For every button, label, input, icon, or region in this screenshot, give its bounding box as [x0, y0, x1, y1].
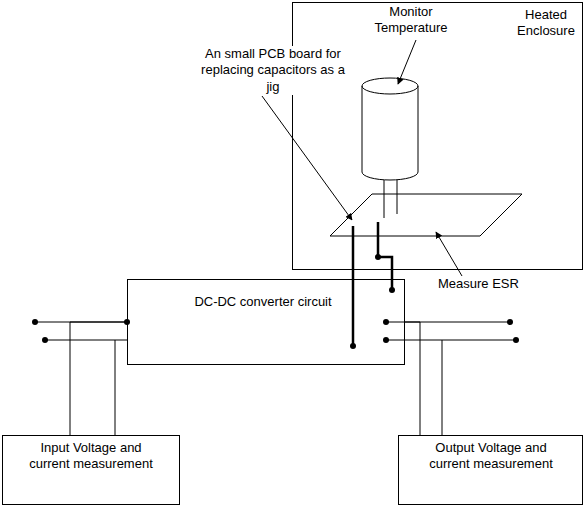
wire-connector	[70, 322, 127, 435]
callout-label: Measure ESR	[436, 276, 540, 292]
box-label: Heated Enclosure	[514, 7, 578, 40]
box-label: DC-DC converter circuit	[178, 294, 348, 310]
terminal-dot	[32, 254, 519, 349]
capacitor-symbol	[362, 78, 418, 218]
process-box: Input Voltage and current measurement	[2, 435, 180, 505]
box-label: Input Voltage and current measurement	[27, 440, 155, 473]
box-label: Output Voltage and current measurement	[425, 440, 557, 473]
process-box: Output Voltage and current measurement	[398, 435, 583, 505]
pcb-jig	[330, 194, 522, 236]
wire-connector	[405, 322, 420, 435]
leader-line	[262, 96, 352, 220]
callout-label: An small PCB board for replacing capacit…	[196, 46, 350, 95]
enclosure-box: Heated Enclosure	[292, 2, 583, 270]
leader-line	[398, 40, 416, 84]
jig-wire	[353, 222, 392, 346]
wire	[35, 322, 516, 435]
callout-label: Monitor Temperature	[364, 4, 458, 37]
process-box: DC-DC converter circuit	[127, 279, 405, 365]
